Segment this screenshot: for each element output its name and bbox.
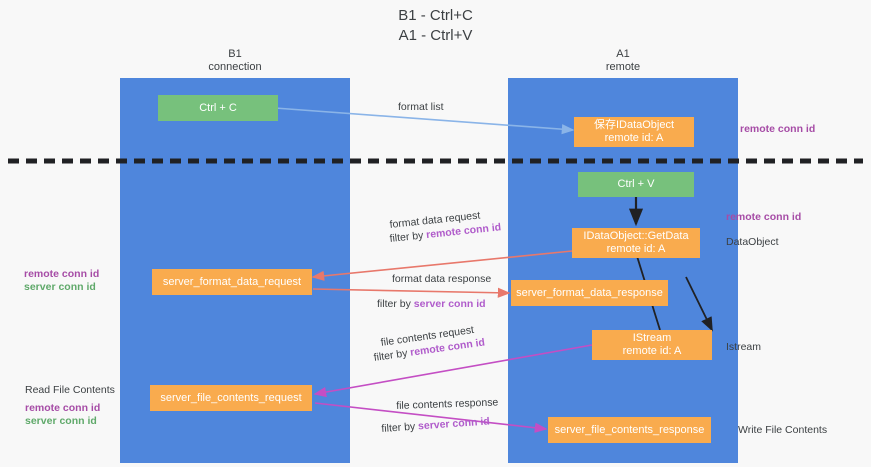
box-ctrl-v[interactable]: Ctrl + V <box>578 172 694 197</box>
box-istream-line-1: IStream <box>632 332 672 344</box>
box-idataobject-getdata[interactable]: IDataObject::GetData remote id: A <box>572 228 700 258</box>
filter-prefix: filter by <box>381 420 419 435</box>
annotation-right-dataobject: DataObject <box>726 236 779 248</box>
box-save-idataobject-line-1: 保存IDataObject <box>593 119 675 131</box>
annotation-left-remote-conn-id-mid: remote conn id <box>24 268 100 280</box>
annotation-left-read-file-contents: Read File Contents <box>25 384 115 396</box>
annotation-left-server-conn-id-mid: server conn id <box>24 281 96 293</box>
box-idataobject-getdata-line-2: remote id: A <box>606 243 666 255</box>
column-header-a1-name: A1 <box>616 48 630 60</box>
column-header-b1-name: B1 <box>228 48 242 60</box>
annotation-left-remote-conn-id-bottom: remote conn id <box>25 402 101 414</box>
box-istream[interactable]: IStream remote id: A <box>592 330 712 360</box>
box-ctrl-c[interactable]: Ctrl + C <box>158 95 278 121</box>
annotation-left-server-conn-id-bottom: server conn id <box>25 415 97 427</box>
column-header-b1: B1 connection <box>120 48 350 74</box>
box-save-idataobject-line-2: remote id: A <box>604 132 664 144</box>
box-server-format-data-response-label: server_format_data_response <box>516 286 663 299</box>
annotation-right-remote-conn-id-mid: remote conn id <box>726 211 802 223</box>
edge-label-format-list: format list <box>398 101 444 113</box>
box-server-file-contents-response-label: server_file_contents_response <box>554 423 705 436</box>
page-title: B1 - Ctrl+C A1 - Ctrl+V <box>0 6 871 46</box>
edge-label-format-data-response-filter: filter by server conn id <box>377 298 486 311</box>
box-istream-line-2: remote id: A <box>622 345 682 357</box>
filter-prefix: filter by <box>377 298 414 310</box>
column-header-a1-sub: remote <box>605 61 641 73</box>
box-server-format-data-request-label: server_format_data_request <box>162 275 302 288</box>
annotation-right-write-file-contents: Write File Contents <box>738 424 828 436</box>
column-header-a1: A1 remote <box>508 48 738 74</box>
box-idataobject-getdata-line-1: IDataObject::GetData <box>583 230 689 242</box>
box-save-idataobject[interactable]: 保存IDataObject remote id: A <box>574 117 694 147</box>
filter-prefix: filter by <box>373 346 412 364</box>
title-line-2: A1 - Ctrl+V <box>398 27 473 44</box>
annotation-right-remote-conn-id-top: remote conn id <box>740 123 816 135</box>
edge-label-file-contents-response-filter: filter by server conn id <box>381 415 490 436</box>
title-line-1: B1 - Ctrl+C <box>398 7 473 24</box>
box-server-file-contents-response[interactable]: server_file_contents_response <box>548 417 711 443</box>
filter-prefix: filter by <box>389 229 427 245</box>
annotation-right-istream: Istream <box>726 341 762 353</box>
edge-label-file-contents-response: file contents response <box>396 396 499 412</box>
box-ctrl-c-line-1: Ctrl + C <box>199 101 237 114</box>
box-server-file-contents-request[interactable]: server_file_contents_request <box>150 385 312 411</box>
box-server-format-data-response[interactable]: server_format_data_response <box>511 280 668 306</box>
box-server-file-contents-request-label: server_file_contents_request <box>160 391 302 404</box>
box-ctrl-v-line-1: Ctrl + V <box>617 178 655 190</box>
filter-key-server-conn-id: server conn id <box>413 298 486 310</box>
filter-key-server-conn-id: server conn id <box>417 415 491 433</box>
edge-label-format-data-response: format data response <box>392 273 492 285</box>
column-header-b1-sub: connection <box>208 61 262 73</box>
box-server-format-data-request[interactable]: server_format_data_request <box>152 269 312 295</box>
